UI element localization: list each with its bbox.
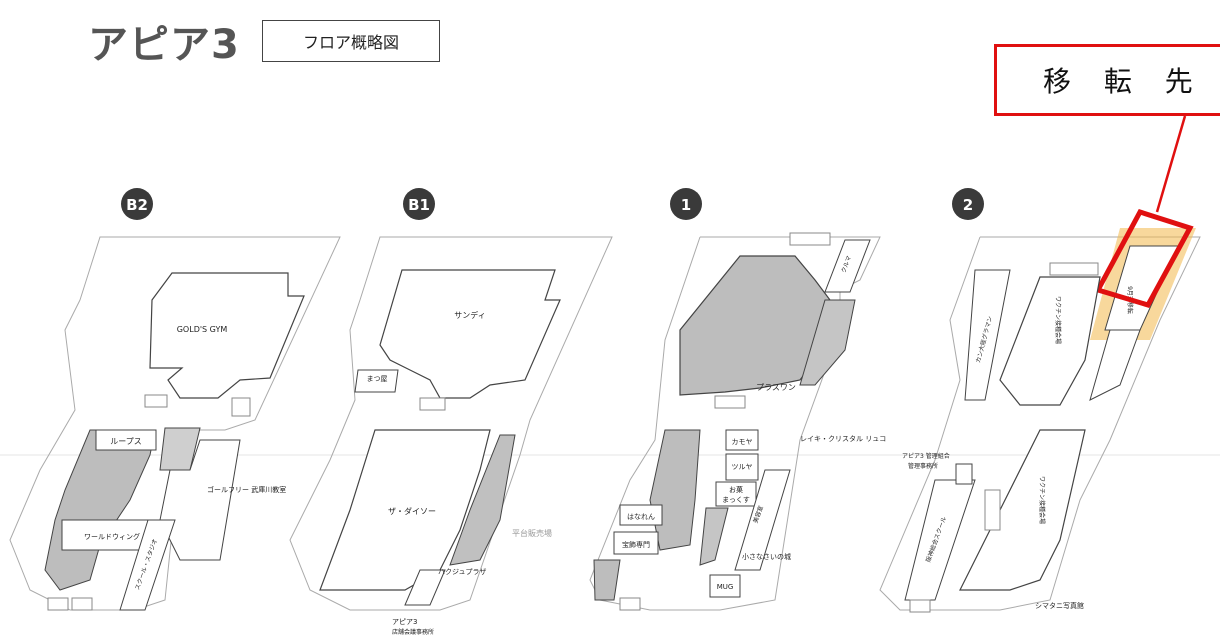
- small-hatched: [699, 507, 729, 566]
- makutsuku-label: まっくす: [722, 496, 750, 504]
- floor-badge-label: 2: [963, 196, 973, 214]
- small-block: [714, 395, 746, 409]
- vaccine-area-1: [999, 276, 1101, 406]
- right-room: [1089, 329, 1141, 401]
- floor-outline: [289, 236, 613, 611]
- stair-icon: [909, 599, 931, 613]
- mgmt-box: [955, 463, 973, 485]
- bottom-hatched: [593, 559, 621, 601]
- top-blocks: [1049, 262, 1099, 276]
- platform-area: [449, 434, 516, 566]
- top-blocks: [789, 232, 831, 246]
- plus1-label: プラスワン: [756, 383, 796, 392]
- floor-b2: B2 GOLD'S GYM ループス ゴールフリー 武庫川教室 ワールドウィング…: [9, 188, 341, 611]
- floor-2: 2 9月末移転 ワクチン接種会場 カン大阪グラマン ワクチン接種会場 阪神総合ス…: [879, 115, 1201, 613]
- tsuruya-label: ツルヤ: [732, 463, 753, 471]
- stair-icon: [47, 597, 69, 611]
- okashi-box: [715, 481, 757, 507]
- jewelry-label: 宝飾専門: [622, 540, 650, 549]
- floor-outline: [9, 236, 341, 611]
- kan-area: [964, 269, 1011, 401]
- stair-icon: [619, 597, 641, 611]
- loops-label: ループス: [110, 437, 142, 446]
- floor-badge-b2: [121, 188, 153, 220]
- gym-area: [149, 272, 305, 399]
- floor-badge-2: [952, 188, 984, 220]
- golf-label: ゴールフリー 武庫川教室: [207, 485, 286, 494]
- sandy-area: [379, 269, 561, 399]
- plaza-area: [404, 569, 446, 606]
- small-block: [419, 397, 446, 411]
- mug-label: MUG: [717, 583, 734, 591]
- sandy-label: サンディ: [454, 310, 485, 320]
- floor-badge-1: [670, 188, 702, 220]
- salon-area: [734, 469, 791, 571]
- platform-label: 平台販売場: [512, 528, 552, 538]
- school-vertical: [119, 519, 176, 611]
- logo: アピア3: [88, 22, 240, 68]
- hanaya-box: [619, 504, 663, 526]
- small-block: [144, 394, 168, 408]
- floor-badge-label: B1: [408, 196, 430, 214]
- loops-box: [95, 429, 157, 451]
- mgmt-label-2: 管理事務所: [908, 462, 938, 470]
- reiki-label: レイキ・クリスタル リュコ: [800, 434, 886, 443]
- floor-badge-label: B2: [126, 196, 148, 214]
- relocation-callout: 移 転 先: [994, 44, 1220, 116]
- photo-label: シマタニ写真館: [1035, 601, 1084, 610]
- daiso-label: ザ・ダイソー: [388, 506, 436, 516]
- plaza-label: ハクジュプラザ: [438, 568, 487, 576]
- kamoya-box: [725, 429, 759, 451]
- kamoya-label: カモヤ: [732, 438, 753, 446]
- office-label-2: 店舗会議事務所: [392, 628, 434, 636]
- matsuya-area: [354, 369, 399, 393]
- tsuruya-box: [725, 453, 759, 481]
- jewelry-box: [613, 531, 659, 555]
- office-label: アピア3: [392, 618, 417, 626]
- vaccine-label-2: ワクチン接種会場: [1038, 476, 1046, 524]
- relocation-marker: [1094, 208, 1194, 308]
- shop-label: 小さなさいの城: [742, 552, 791, 561]
- mug-box: [709, 574, 741, 598]
- okashi-label: お菓: [729, 485, 743, 494]
- floor-badge-label: 1: [681, 196, 691, 214]
- floor-b1: B1 サンディ まつ屋 ザ・ダイソー 平台販売場 ハクジュプラザ アピア3 店舗…: [289, 188, 613, 636]
- stair-icon: [71, 597, 93, 611]
- vaccine-label-1: ワクチン接種会場: [1054, 296, 1062, 344]
- golf-area: [159, 439, 241, 561]
- stair-block: [984, 489, 1001, 531]
- hanaya-label: はなれん: [627, 513, 655, 521]
- mgmt-label: アピア3 管理組合: [902, 452, 950, 460]
- page-title: フロア概略図: [262, 20, 440, 62]
- floor-badge-b1: [403, 188, 435, 220]
- small-block: [231, 397, 251, 417]
- right-hatched: [799, 299, 856, 386]
- large-hatched: [679, 255, 831, 396]
- vaccine-area-2: [959, 429, 1086, 591]
- callout-pointer: [1155, 115, 1187, 213]
- vertical-block: [824, 239, 871, 293]
- floor-outline: [879, 236, 1201, 611]
- matsuya-label: まつ屋: [367, 375, 388, 383]
- floor-1: 1 クルマ プラスワン はなれん 宝飾専門 カモヤ ツルヤ お菓 まっくす 美容…: [589, 188, 886, 611]
- wing-label: ワールドウィング: [84, 532, 140, 541]
- gym-label: GOLD'S GYM: [177, 325, 228, 334]
